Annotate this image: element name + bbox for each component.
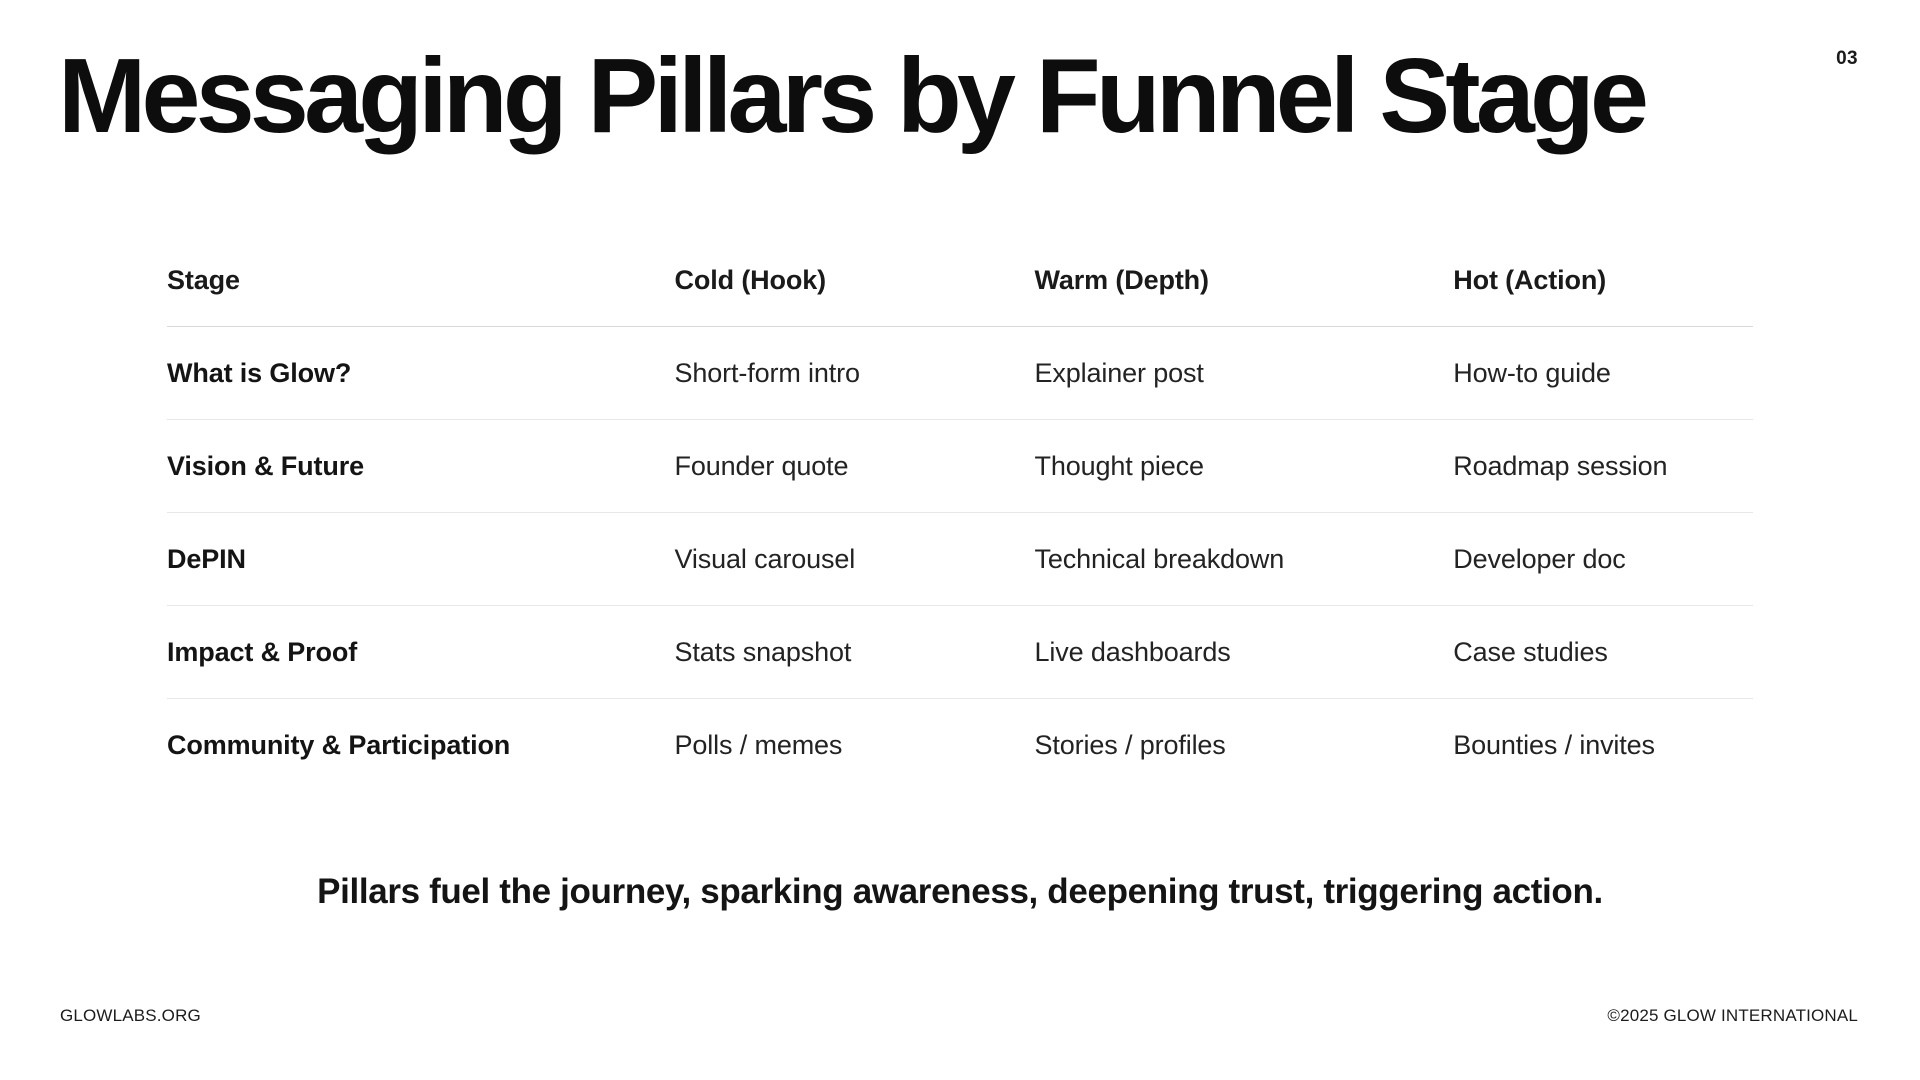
cell-warm: Stories / profiles bbox=[1034, 730, 1226, 760]
cell-warm: Live dashboards bbox=[1034, 636, 1231, 667]
messaging-pillars-table: Stage Cold (Hook) Warm (Depth) Hot (Acti… bbox=[167, 265, 1753, 792]
cell-hot: Case studies bbox=[1453, 636, 1608, 667]
cell-stage: What is Glow? bbox=[167, 357, 352, 388]
table-row: What is Glow? Short-form intro Explainer… bbox=[167, 327, 1753, 420]
table-row: DePIN Visual carousel Technical breakdow… bbox=[167, 513, 1753, 606]
table-header-row: Stage Cold (Hook) Warm (Depth) Hot (Acti… bbox=[167, 265, 1753, 327]
cell-stage: DePIN bbox=[167, 543, 246, 574]
column-header-hot: Hot (Action) bbox=[1453, 265, 1607, 295]
cell-hot: Developer doc bbox=[1453, 543, 1626, 574]
cell-stage: Impact & Proof bbox=[167, 636, 358, 667]
cell-warm: Technical breakdown bbox=[1034, 543, 1285, 574]
cell-hot: Roadmap session bbox=[1453, 450, 1668, 481]
table-row: Impact & Proof Stats snapshot Live dashb… bbox=[167, 606, 1753, 699]
table-row: Community & Participation Polls / memes … bbox=[167, 699, 1753, 792]
cell-warm: Thought piece bbox=[1034, 450, 1205, 481]
cell-cold: Short-form intro bbox=[674, 357, 861, 388]
column-header-stage: Stage bbox=[167, 265, 240, 295]
cell-cold: Founder quote bbox=[674, 450, 849, 481]
page-number: 03 bbox=[1836, 48, 1858, 69]
cell-cold: Polls / memes bbox=[674, 730, 843, 760]
cell-stage: Community & Participation bbox=[167, 730, 511, 760]
cell-stage: Vision & Future bbox=[167, 450, 364, 481]
footer-copyright: ©2025 GLOW INTERNATIONAL bbox=[1607, 1006, 1858, 1025]
table-row: Vision & Future Founder quote Thought pi… bbox=[167, 420, 1753, 513]
footer-website: GLOWLABS.ORG bbox=[60, 1006, 201, 1025]
cell-hot: How-to guide bbox=[1453, 357, 1611, 388]
cell-cold: Visual carousel bbox=[674, 543, 856, 574]
cell-warm: Explainer post bbox=[1034, 357, 1204, 388]
cell-cold: Stats snapshot bbox=[674, 636, 852, 667]
column-header-warm: Warm (Depth) bbox=[1034, 265, 1210, 295]
cell-hot: Bounties / invites bbox=[1453, 730, 1655, 760]
key-takeaway-statement: Pillars fuel the journey, sparking aware… bbox=[317, 872, 1603, 911]
slide-title: Messaging Pillars by Funnel Stage bbox=[58, 37, 1649, 155]
column-header-cold: Cold (Hook) bbox=[674, 265, 827, 295]
